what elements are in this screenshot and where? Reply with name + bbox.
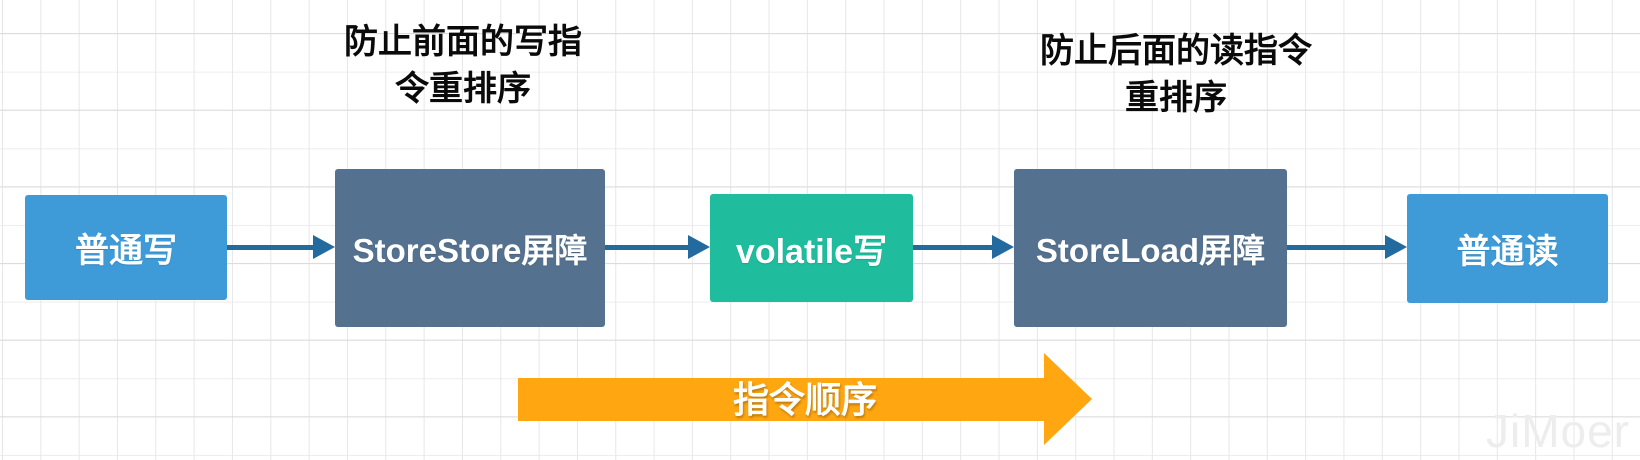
node-plain-write: 普通写 xyxy=(25,195,227,300)
connector-1-line xyxy=(227,245,314,250)
annotation-left: 防止前面的写指 令重排序 xyxy=(313,19,613,113)
connector-2-line xyxy=(605,245,689,250)
node-storeload-barrier: StoreLoad屏障 xyxy=(1014,169,1287,327)
annotation-left-line2: 令重排序 xyxy=(395,70,531,108)
connector-1-arrowhead-icon xyxy=(313,235,335,259)
node-volatile-write: volatile写 xyxy=(710,194,913,302)
annotation-right-line1: 防止后面的读指令 xyxy=(1040,32,1312,70)
annotation-right-line2: 重排序 xyxy=(1125,79,1227,117)
connector-2-arrowhead-icon xyxy=(688,235,710,259)
instruction-order-arrow-shaft xyxy=(518,378,1044,421)
connector-3-line xyxy=(913,245,993,250)
connector-4-line xyxy=(1287,245,1386,250)
instruction-order-label: 指令顺序 xyxy=(732,379,877,420)
connector-4-arrowhead-icon xyxy=(1385,235,1407,259)
annotation-left-line1: 防止前面的写指 xyxy=(344,23,582,61)
annotation-right: 防止后面的读指令 重排序 xyxy=(1026,28,1326,122)
watermark: JiMoer xyxy=(1485,405,1630,457)
connector-3-arrowhead-icon xyxy=(992,235,1014,259)
instruction-order-arrowhead-icon xyxy=(1044,353,1092,445)
node-plain-read: 普通读 xyxy=(1407,194,1608,303)
node-storestore-barrier: StoreStore屏障 xyxy=(335,169,605,327)
